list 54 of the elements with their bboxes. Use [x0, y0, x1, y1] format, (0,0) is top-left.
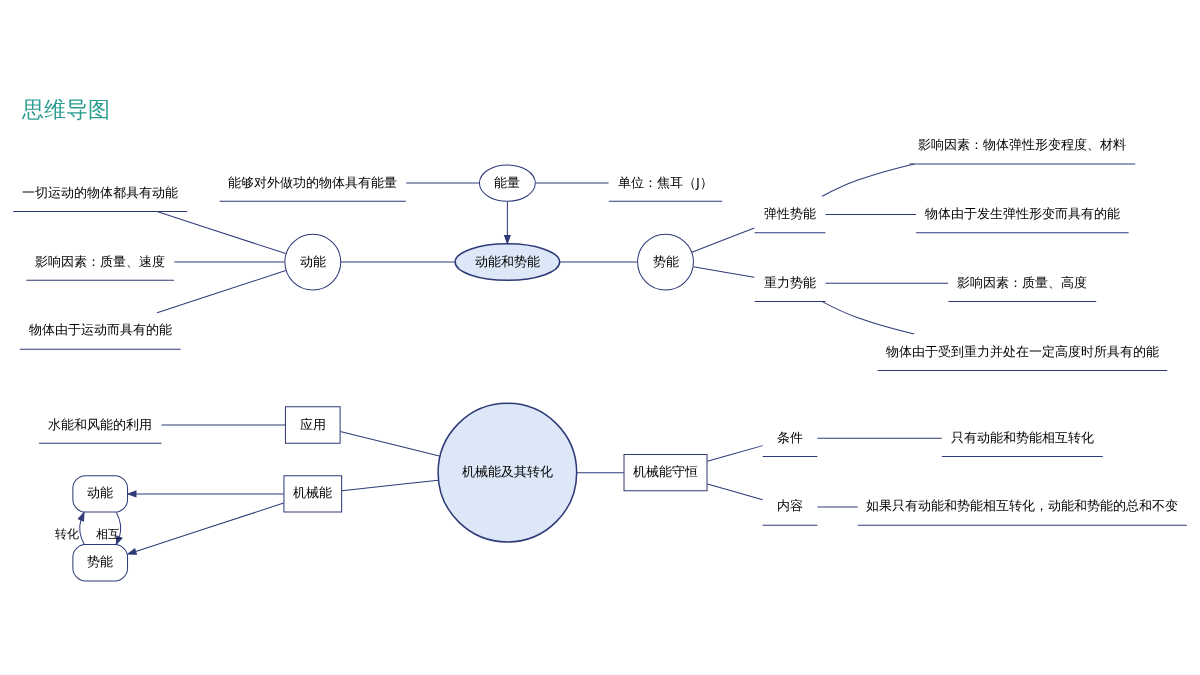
node-circle: 动能	[284, 233, 342, 290]
node-text: 物体由于运动而具有的能	[28, 321, 172, 337]
node-text: 物体由于受到重力并处在一定高度时所具有的能	[885, 343, 1159, 359]
arrow	[115, 511, 123, 546]
connector	[816, 437, 943, 439]
connector	[691, 226, 755, 253]
edge-label: 转化	[55, 526, 80, 541]
node-box: 势能	[72, 543, 129, 581]
connector	[706, 483, 764, 500]
node-text: 单位：焦耳（J）	[618, 174, 713, 190]
node-box: 机械能	[283, 474, 343, 513]
connector	[576, 471, 625, 473]
node-text: 物体由于发生弹性形变而具有的能	[924, 205, 1120, 221]
connector	[405, 182, 480, 184]
node-text: 影响因素：质量、速度	[35, 253, 166, 269]
connector	[156, 210, 287, 254]
node-text: 重力势能	[764, 274, 817, 290]
node-text: 弹性势能	[764, 205, 817, 221]
connector	[173, 261, 286, 263]
node-text: 能够对外做功的物体具有能量	[228, 174, 398, 190]
connector	[825, 282, 949, 284]
arrow	[77, 510, 85, 545]
node-ellipse: 动能和势能	[454, 242, 561, 281]
connector	[821, 162, 915, 197]
node-text: 如果只有动能和势能相互转化，动能和势能的总和不变	[866, 498, 1179, 513]
connector	[161, 424, 286, 426]
node-text: 只有动能和势能相互转化	[950, 429, 1094, 445]
node-text: 条件	[777, 429, 804, 445]
connector	[821, 300, 915, 334]
node-circle: 势能	[637, 233, 694, 290]
node-text: 影响因素：质量、高度	[957, 274, 1088, 290]
connector	[339, 430, 441, 457]
connector	[341, 479, 439, 491]
arrow	[126, 502, 285, 555]
node-box: 应用	[284, 405, 341, 444]
arrow	[503, 200, 511, 245]
diagram-title: 思维导图	[21, 95, 110, 122]
node-box: 机械能守恒	[623, 453, 708, 491]
node-circle: 机械能及其转化	[437, 402, 578, 543]
arrow	[126, 489, 285, 497]
connector	[825, 213, 917, 215]
node-box: 动能	[72, 474, 129, 513]
edge-label: 相互	[96, 526, 121, 541]
node-text: 内容	[777, 498, 804, 513]
connector	[340, 261, 456, 263]
node-text: 一切运动的物体都具有动能	[22, 184, 179, 200]
connector	[535, 182, 610, 184]
node-ellipse: 能量	[478, 163, 536, 202]
node-text: 影响因素：物体弹性形变程度、材料	[918, 136, 1127, 152]
connector	[559, 261, 638, 263]
connector	[706, 444, 764, 462]
connector	[692, 265, 755, 278]
node-text: 水能和风能的利用	[48, 416, 153, 431]
connector	[156, 269, 287, 313]
